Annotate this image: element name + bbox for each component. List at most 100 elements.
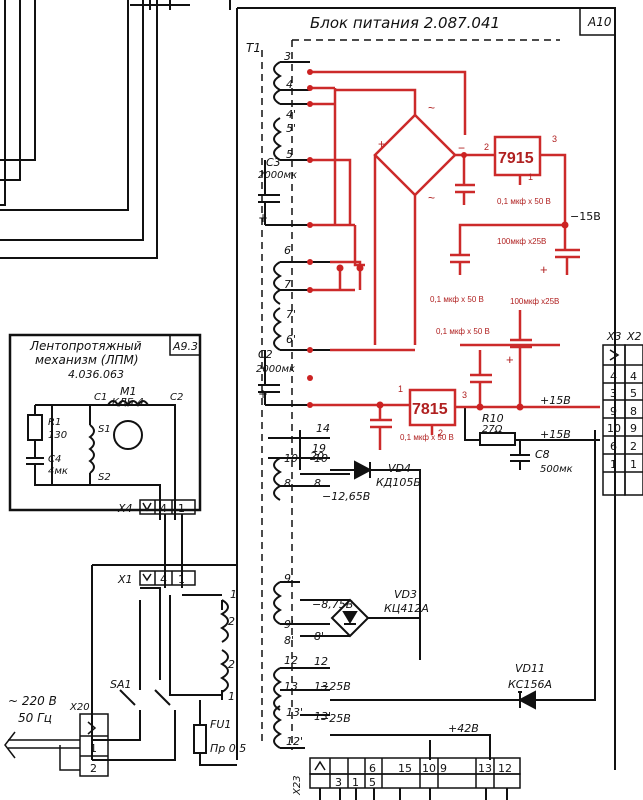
svg-text:13: 13 <box>314 680 328 693</box>
minus-25b: −25В <box>320 712 351 725</box>
r1-value: 130 <box>48 430 67 441</box>
zener-vd11 <box>330 430 596 710</box>
svg-text:15: 15 <box>398 762 412 775</box>
x20-pin-1: 1 <box>90 742 97 755</box>
pin-19: 19 <box>312 442 326 455</box>
c4-value: 4мк <box>48 466 68 477</box>
block-a10-frame <box>236 7 616 770</box>
svg-text:6': 6' <box>286 333 296 346</box>
x23-pin-numbers: 3 1 5 6 15 10 9 13 12 <box>335 762 512 789</box>
c8-label: C8 <box>535 448 550 461</box>
left-bus-lines <box>0 0 231 259</box>
cap-c2-label: C2 <box>258 348 273 361</box>
connector-x3 <box>602 344 643 496</box>
red-pin-labels: 2 3 1 1 3 2 + − ~ ~ + + <box>378 101 557 438</box>
svg-text:12': 12' <box>286 735 303 748</box>
x4-pin-4: 4 <box>160 502 167 515</box>
svg-text:12: 12 <box>314 655 328 668</box>
fu1-value: Пр 0,5 <box>210 742 246 755</box>
transformer-core <box>261 39 560 750</box>
plus15-b: +15В <box>540 428 571 441</box>
m1-type: КДБ-4 <box>112 397 144 408</box>
diode-vd4 <box>330 460 421 660</box>
block-a10-ref: А10 <box>587 15 612 29</box>
x4-label: X4 <box>117 502 133 515</box>
svg-text:4: 4 <box>630 370 637 383</box>
svg-text:5: 5 <box>369 776 376 789</box>
svg-text:5: 5 <box>630 387 637 400</box>
svg-text:2: 2 <box>484 142 489 152</box>
svg-text:3: 3 <box>335 776 342 789</box>
mains-voltage: ~ 220 В <box>8 694 57 708</box>
a9-title-3: 4.036.063 <box>68 368 124 381</box>
svg-text:9: 9 <box>284 572 291 585</box>
svg-text:8: 8 <box>314 477 321 490</box>
motor-m1 <box>26 400 176 520</box>
c1-pin: C1 <box>94 392 107 403</box>
ic-7915: 7915 <box>493 135 542 177</box>
pins-14-19-20 <box>268 430 330 459</box>
red-nodes <box>307 69 569 411</box>
svg-text:3: 3 <box>284 50 291 63</box>
red-cap-c: 0,1 мкф х 50 В <box>430 295 484 304</box>
red-cap-f: 0,1 мкф х 50 В <box>400 433 454 442</box>
svg-text:6: 6 <box>369 762 376 775</box>
svg-text:+: + <box>540 262 548 277</box>
svg-text:8': 8' <box>284 634 294 647</box>
ic-7815: 7815 <box>408 388 457 427</box>
connector-x20 <box>4 713 109 777</box>
x1-label: X1 <box>117 573 133 586</box>
vd3-label: VD3 <box>394 588 417 601</box>
svg-text:−: − <box>458 141 465 155</box>
svg-text:1: 1 <box>528 172 533 182</box>
mains-freq: 50 Гц <box>18 711 52 725</box>
red-modification <box>310 70 600 450</box>
connector-x23 <box>309 757 521 800</box>
a9-title-1: Лентопротяжный <box>29 339 142 353</box>
svg-text:+: + <box>506 352 514 367</box>
svg-text:12: 12 <box>284 654 298 667</box>
svg-text:1: 1 <box>398 384 403 394</box>
s1-pin: S1 <box>98 424 111 435</box>
ic-7815-label: 7815 <box>412 401 448 418</box>
red-cap-a: 0,1 мкф х 50 В <box>497 197 551 206</box>
block-a10-title: Блок питания 2.087.041 <box>310 14 500 32</box>
a9-ref: А9.3 <box>172 340 198 353</box>
red-cap-e: 0,1 мкф х 50 В <box>436 327 490 336</box>
vd4-label: VD4 <box>388 462 411 475</box>
cap-c3-value: 2000мк <box>258 170 297 181</box>
c4-label: C4 <box>48 454 61 465</box>
svg-text:12: 12 <box>498 762 512 775</box>
svg-text:2: 2 <box>438 428 443 438</box>
x2-label: X2 <box>626 330 642 343</box>
cap-c3-label: C3 <box>266 156 281 169</box>
svg-text:~: ~ <box>428 101 435 115</box>
cap-c2-value: 2000мк <box>256 364 295 375</box>
block-a9-frame <box>8 333 202 512</box>
svg-text:4: 4 <box>286 78 293 91</box>
r1-label: R1 <box>48 417 61 428</box>
svg-text:2: 2 <box>630 440 637 453</box>
x20-label: X20 <box>69 702 90 713</box>
svg-text:+: + <box>378 137 385 151</box>
transformer-label: Т1 <box>246 41 261 55</box>
connector-x4 <box>139 499 196 515</box>
windings <box>220 61 282 749</box>
svg-text:13: 13 <box>478 762 492 775</box>
svg-text:1: 1 <box>610 458 617 471</box>
x4-pin-1: 1 <box>178 502 185 515</box>
svg-text:13': 13' <box>286 706 303 719</box>
plus-42: +42В <box>448 722 479 735</box>
vd11-type: КС156А <box>508 678 552 691</box>
r10-value: 27Ω <box>482 424 503 435</box>
minus-12-65: −12,65В <box>322 490 370 503</box>
winding-pin-labels: 3 4 4' 5' 5 6 7 7' 6' 10 8 9 8' 9' 12 13… <box>284 50 331 748</box>
x3-pin-numbers: 4 3 9 10 6 1 4 5 8 9 2 1 <box>607 370 637 471</box>
svg-text:7: 7 <box>284 278 291 291</box>
x1-pin-4: 4 <box>160 573 167 586</box>
minus-8-75: −8,75В <box>312 598 353 611</box>
svg-text:1': 1' <box>228 690 238 703</box>
svg-text:3: 3 <box>462 390 467 400</box>
cap-c3 <box>258 160 310 226</box>
